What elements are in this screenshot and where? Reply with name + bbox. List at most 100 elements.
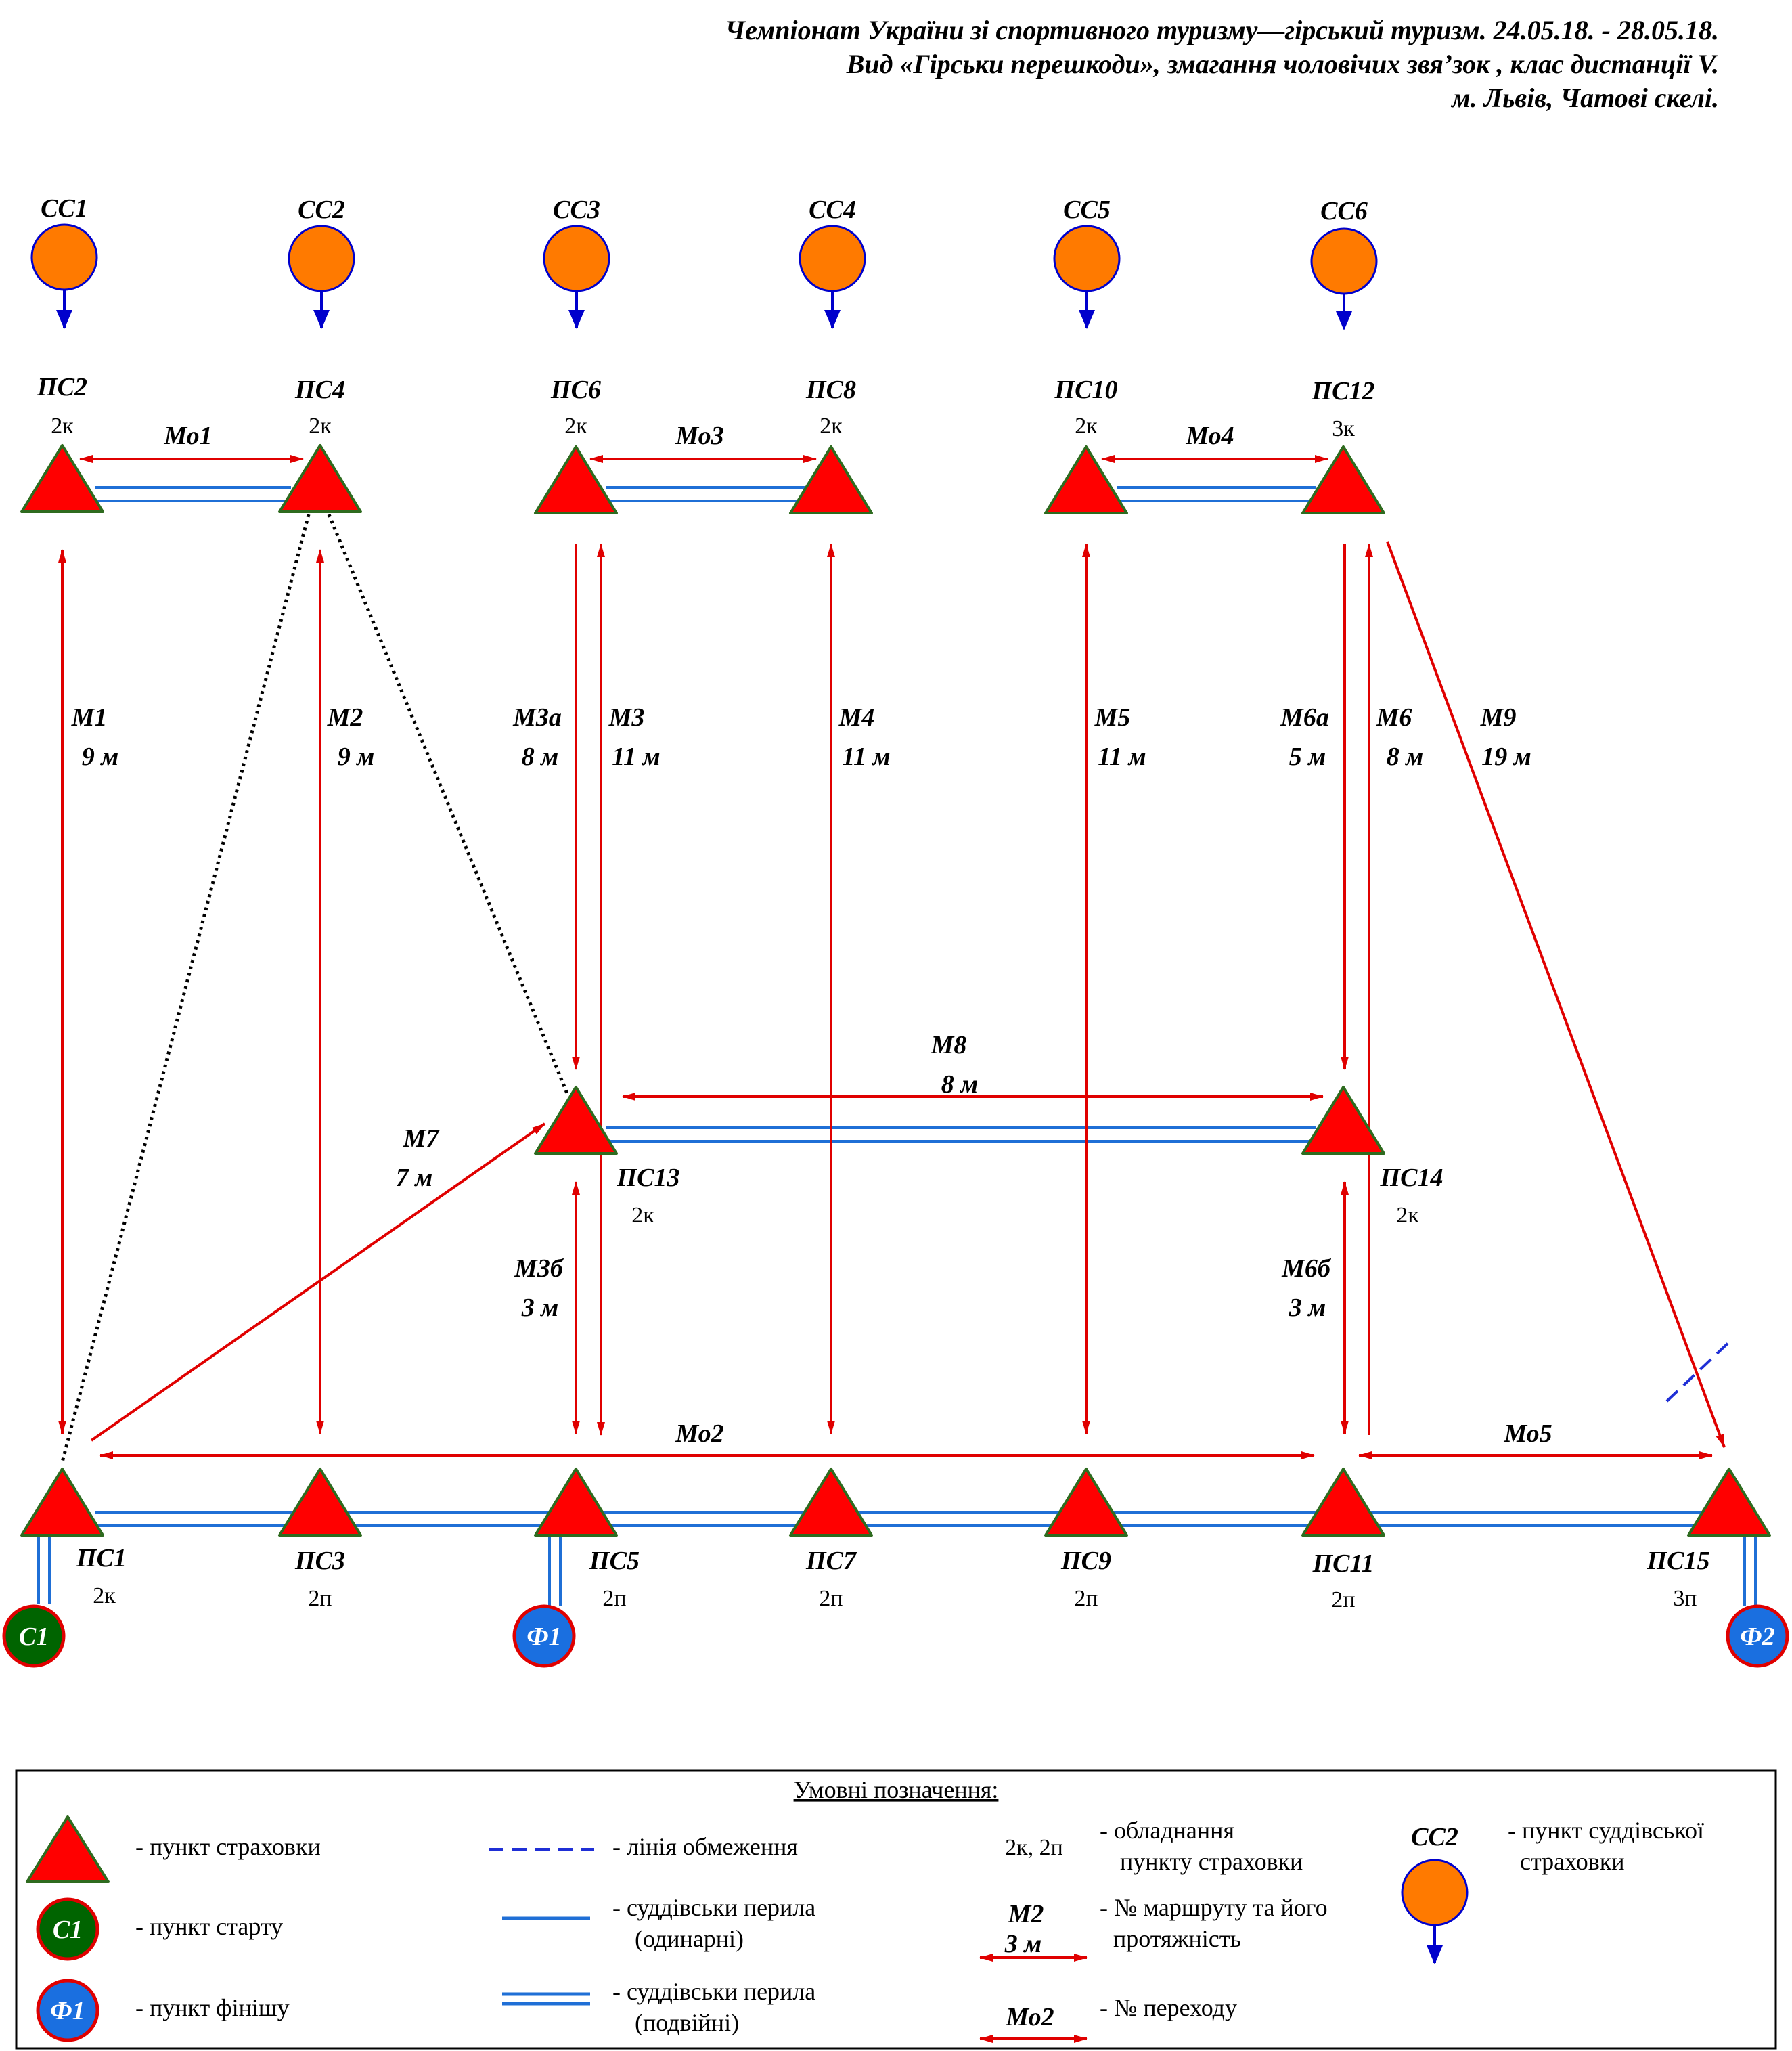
point-equipment: 2п bbox=[1331, 1587, 1355, 1612]
rail-ps1-start bbox=[37, 1537, 51, 1604]
legend-finish-text: - пункт фінішу bbox=[135, 1994, 290, 2021]
rail-ps13-ps14 bbox=[606, 1126, 1316, 1143]
route-arrows bbox=[58, 455, 1726, 1459]
judge-label: СС2 bbox=[298, 196, 345, 224]
route-name: М4 bbox=[838, 703, 875, 732]
header-subtitle: Вид «Гірськи перешкоди», змагання чолові… bbox=[846, 49, 1719, 79]
rail-ps10-ps12 bbox=[1117, 486, 1316, 502]
legend-route-sample-name: М2 bbox=[1008, 1900, 1044, 1928]
triangle-ps4-icon bbox=[278, 444, 362, 513]
transition-label: Мо2 bbox=[675, 1419, 723, 1448]
rail-ps2-ps4 bbox=[95, 486, 291, 502]
start-label: С1 bbox=[19, 1623, 49, 1651]
route-name: М6б bbox=[1281, 1254, 1332, 1283]
point-equipment: 2к bbox=[631, 1203, 654, 1228]
finish-label: Ф1 bbox=[527, 1623, 561, 1651]
legend-judge-text: - пункт суддівської bbox=[1508, 1817, 1704, 1844]
rail-ps5-finish bbox=[548, 1537, 562, 1606]
point-name: ПС15 bbox=[1647, 1547, 1710, 1575]
point-equipment: 2п bbox=[1074, 1586, 1098, 1611]
legend-title: Умовні позначення: bbox=[794, 1776, 999, 1803]
judge-label: СС3 bbox=[553, 196, 600, 224]
point-equipment: 2к bbox=[93, 1583, 116, 1608]
point-equipment: 2к bbox=[1075, 414, 1098, 439]
point-equipment: 3п bbox=[1673, 1586, 1697, 1611]
legend-frame bbox=[15, 1769, 1777, 2050]
route-length: 3 м bbox=[521, 1294, 559, 1322]
judge-circle bbox=[1053, 225, 1121, 292]
legend-start-sample: С1 bbox=[53, 1916, 83, 1944]
point-name: ПС11 bbox=[1312, 1549, 1374, 1578]
triangle-ps3-icon bbox=[278, 1468, 362, 1537]
route-labels: М1 9 м М2 9 м М3а 8 м М3 11 м М4 11 м М5… bbox=[71, 703, 1531, 1322]
point-equipment: 2к bbox=[309, 414, 332, 439]
judge-label: СС5 bbox=[1063, 196, 1111, 224]
rail-ps6-ps8 bbox=[606, 486, 805, 502]
point-name: ПС2 bbox=[37, 373, 87, 401]
judge-circle bbox=[543, 225, 610, 292]
judge-label: СС6 bbox=[1320, 197, 1368, 225]
legend-judge-icon bbox=[1401, 1859, 1469, 1926]
point-name: ПС8 bbox=[805, 376, 856, 404]
legend-double-rail-text2: (подвійні) bbox=[635, 2009, 739, 2036]
legend-equip-sample: 2к, 2п bbox=[1005, 1835, 1063, 1860]
judge-circle bbox=[288, 225, 355, 292]
legend-single-rail-text2: (одинарні) bbox=[635, 1925, 744, 1952]
judge-points: СС1 СС2 СС3 СС4 СС5 СС6 bbox=[30, 194, 1378, 330]
triangle-ps12-icon bbox=[1301, 445, 1385, 514]
point-name: ПС14 bbox=[1380, 1164, 1443, 1192]
bottom-point-labels: ПС1 2к ПС3 2п ПС5 2п ПС7 2п ПС9 2п ПС11 … bbox=[76, 1544, 1709, 1612]
point-name: ПС13 bbox=[617, 1164, 680, 1192]
legend-double-rail-text: - суддівськи перила bbox=[612, 1978, 815, 2005]
legend-judge-text2: страховки bbox=[1520, 1848, 1625, 1875]
finish-label: Ф2 bbox=[1740, 1623, 1774, 1651]
point-equipment: 2п bbox=[308, 1586, 332, 1611]
point-name: ПС1 bbox=[76, 1544, 127, 1572]
point-name: ПС6 bbox=[550, 376, 601, 404]
legend-triangle-icon bbox=[26, 1815, 110, 1883]
route-length: 8 м bbox=[1387, 743, 1424, 771]
finish-circle bbox=[1726, 1604, 1789, 1668]
dotted-line bbox=[327, 514, 570, 1097]
legend-route-text: - № маршруту та його bbox=[1100, 1894, 1328, 1921]
point-name: ПС5 bbox=[589, 1547, 640, 1575]
triangle-ps13-icon bbox=[534, 1086, 618, 1155]
transition-label: Мо5 bbox=[1503, 1419, 1552, 1448]
triangle-ps6-icon bbox=[534, 445, 618, 514]
route-length: 7 м bbox=[396, 1164, 433, 1192]
dotted-lines bbox=[60, 514, 570, 1463]
route-length: 19 м bbox=[1481, 743, 1531, 771]
point-name: ПС9 bbox=[1060, 1547, 1111, 1575]
double-rails bbox=[37, 486, 1757, 1606]
limit-line bbox=[1665, 1339, 1732, 1403]
legend-finish-sample: Ф1 bbox=[50, 1997, 85, 2025]
rail-ps15-finish bbox=[1743, 1537, 1757, 1606]
point-name: ПС12 bbox=[1312, 377, 1375, 405]
judge-circle bbox=[1310, 227, 1378, 295]
route-length: 9 м bbox=[338, 743, 375, 771]
point-name: ПС4 bbox=[294, 376, 345, 404]
route-length: 11 м bbox=[1098, 743, 1146, 771]
route-m9-arrow bbox=[1386, 541, 1726, 1448]
judge-point: СС5 bbox=[1053, 196, 1121, 329]
triangle-ps5-icon bbox=[534, 1468, 618, 1537]
triangle-ps2-icon bbox=[20, 444, 104, 513]
route-name: М3а bbox=[512, 703, 562, 732]
judge-point: СС3 bbox=[543, 196, 610, 329]
route-name: М6а bbox=[1280, 703, 1329, 732]
triangle-ps8-icon bbox=[789, 445, 873, 514]
header-location: м. Львів, Чатові скелі. bbox=[1450, 83, 1719, 113]
point-equipment: 3к bbox=[1332, 416, 1355, 441]
route-name: М2 bbox=[327, 703, 363, 732]
route-name: М3б bbox=[514, 1254, 564, 1283]
point-equipment: 2к bbox=[51, 414, 74, 439]
route-length: 9 м bbox=[82, 743, 119, 771]
judge-point: СС4 bbox=[799, 196, 866, 329]
start-finish: С1 Ф1 Ф2 bbox=[2, 1604, 1789, 1668]
route-length: 11 м bbox=[612, 743, 660, 771]
legend-equip-text: - обладнання bbox=[1100, 1817, 1234, 1844]
route-length: 8 м bbox=[941, 1070, 979, 1099]
legend-start-icon bbox=[36, 1897, 99, 1961]
judge-circle bbox=[30, 223, 98, 291]
